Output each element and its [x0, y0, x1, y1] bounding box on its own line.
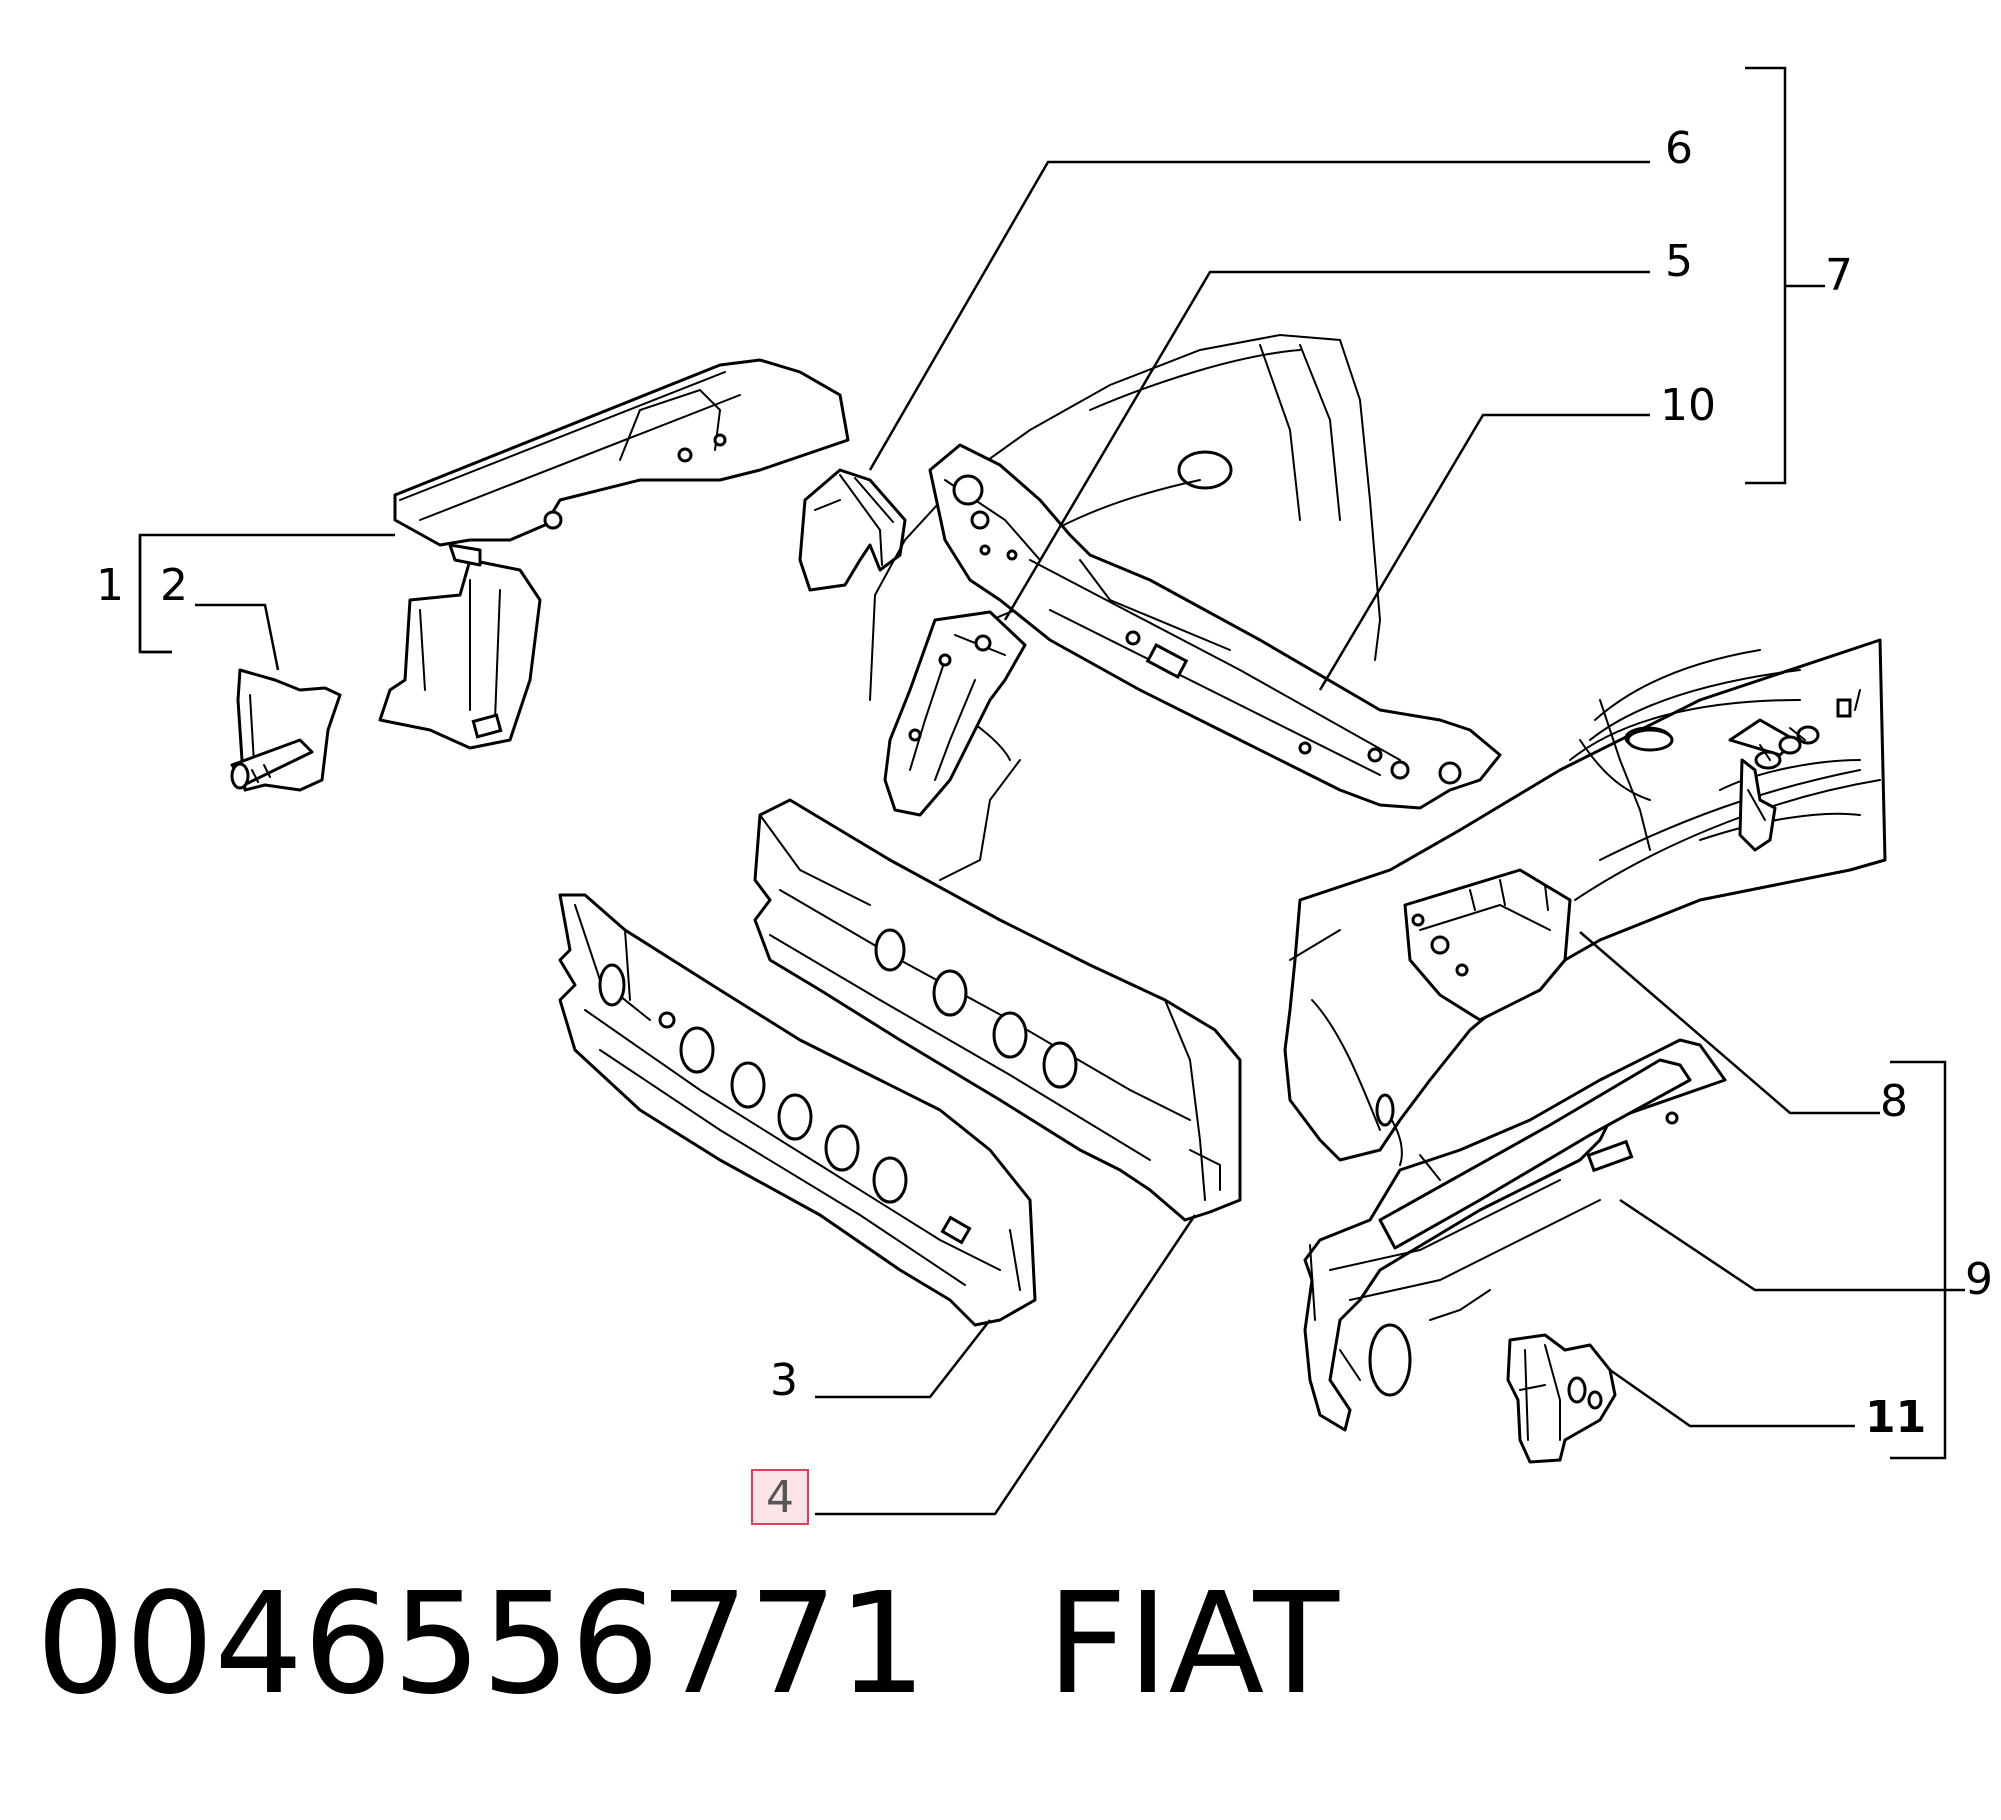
part-number: 0046556771: [36, 1563, 927, 1726]
part-8-side-panel: [1283, 638, 1887, 1166]
brand-name: FIAT: [1046, 1563, 1339, 1726]
part-10-upper-crossmember: [869, 333, 1502, 881]
leader-lines: [138, 66, 1965, 1516]
part-1-front-left-rail: [378, 358, 850, 750]
callout-5: 5: [1665, 236, 1693, 287]
callout-labels: 1 2 6 5 7 10 8 9 11 3 4: [96, 123, 1993, 1525]
callout-3: 3: [770, 1355, 798, 1406]
callout-6: 6: [1665, 123, 1693, 174]
part-4-lower-crossmember: [753, 798, 1242, 1222]
callout-1: 1: [96, 560, 124, 611]
callout-10: 10: [1660, 380, 1716, 431]
part-5-inner-panel: [883, 610, 1027, 817]
callout-9: 9: [1965, 1254, 1993, 1305]
callout-8: 8: [1880, 1076, 1908, 1127]
part-6-bracket: [798, 468, 907, 592]
part-11-bracket: [1506, 1333, 1617, 1464]
callout-2: 2: [160, 560, 188, 611]
callout-11: 11: [1865, 1392, 1926, 1443]
part-3-front-crossmember: [558, 893, 1037, 1327]
part-2-bracket: [230, 668, 342, 792]
highlight-box-4: [751, 1469, 809, 1525]
callout-7: 7: [1825, 250, 1853, 301]
callout-4: 4: [766, 1472, 794, 1523]
part-9-front-right-rail: [1303, 1038, 1727, 1432]
